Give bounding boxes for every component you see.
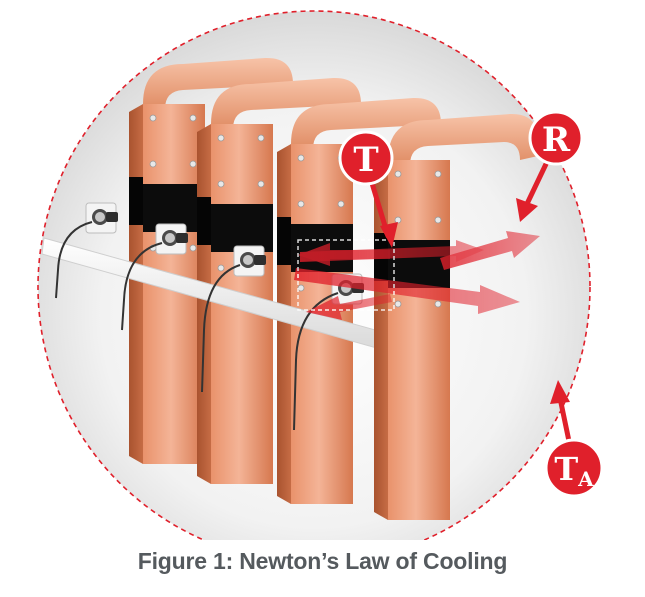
sensor-icon [233, 245, 267, 277]
ambient-label: TA [554, 450, 594, 491]
newtons-law-of-cooling-illustration: T R TA [37, 10, 604, 540]
sensor-icon [155, 223, 189, 255]
ambient-temperature-marker: TA [544, 380, 604, 498]
arrow-icon [306, 294, 392, 320]
sensor-cable-3 [201, 264, 241, 393]
sensor-icon [85, 202, 119, 234]
temperature-marker: T [338, 130, 398, 248]
sensor-cable-4 [293, 292, 339, 431]
ambient-label-main: T [554, 450, 578, 488]
resistance-marker: R [516, 110, 584, 222]
temperature-label: T [353, 140, 378, 180]
resistance-label: R [542, 120, 571, 160]
figure-caption: Figure 1: Newton’s Law of Cooling [137, 548, 508, 574]
sensor-cable-2 [121, 242, 163, 331]
heat-flow-arrows [294, 231, 540, 320]
ambient-label-sub: A [577, 467, 594, 491]
heat-source-outline [297, 239, 395, 311]
arrow-icon [294, 268, 520, 314]
sensor-cable-1 [55, 221, 93, 299]
arrow-icon [298, 243, 390, 266]
arrow-icon [440, 231, 540, 270]
